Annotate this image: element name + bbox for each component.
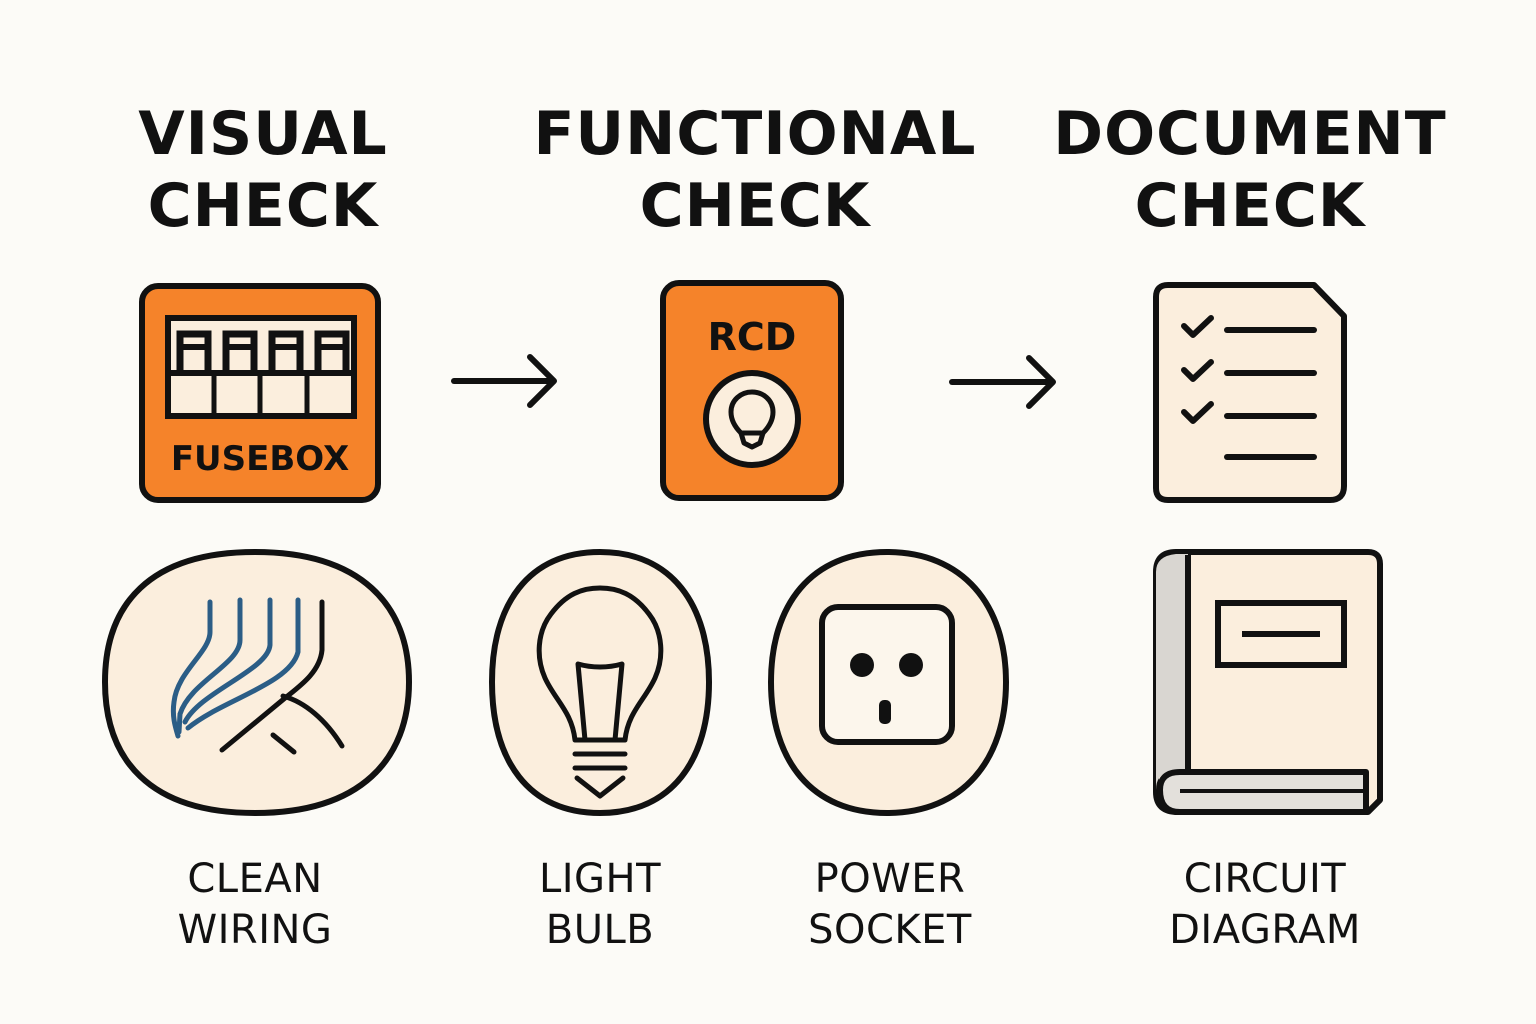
label-circuit-diagram: CIRCUIT DIAGRAM: [1130, 854, 1400, 956]
rcd-icon: RCD: [660, 280, 844, 501]
heading-visual-check: VISUAL CHECK: [108, 98, 418, 242]
heading-line-1: FUNCTIONAL: [533, 99, 977, 169]
label-line-2: BULB: [545, 907, 655, 953]
heading-functional-check: FUNCTIONAL CHECK: [520, 98, 990, 242]
book-icon: [1153, 549, 1383, 815]
label-clean-wiring: CLEAN WIRING: [130, 854, 380, 956]
heading-line-2: CHECK: [639, 171, 871, 241]
label-light-bulb: LIGHT BULB: [490, 854, 710, 956]
power-socket-icon: [767, 548, 1010, 817]
label-line-1: CIRCUIT: [1183, 856, 1347, 902]
fusebox-icon: FUSEBOX: [139, 283, 381, 503]
heading-line-1: DOCUMENT: [1053, 99, 1447, 169]
label-line-2: WIRING: [177, 907, 333, 953]
heading-line-1: VISUAL: [138, 99, 388, 169]
arrow-right-icon: [949, 355, 1056, 409]
heading-line-2: CHECK: [147, 171, 379, 241]
label-line-1: LIGHT: [538, 856, 662, 902]
label-line-2: DIAGRAM: [1169, 907, 1361, 953]
light-bulb-icon: [488, 548, 713, 817]
bulb-symbol-icon: [728, 389, 776, 450]
fusebox-label: FUSEBOX: [171, 439, 349, 479]
heading-line-2: CHECK: [1134, 171, 1366, 241]
heading-document-check: DOCUMENT CHECK: [1030, 98, 1470, 242]
label-line-1: CLEAN: [187, 856, 323, 902]
checklist-icon: [1153, 282, 1347, 503]
label-line-2: SOCKET: [808, 907, 972, 953]
wiring-icon: [101, 548, 413, 817]
label-power-socket: POWER SOCKET: [770, 854, 1010, 956]
label-line-1: POWER: [814, 856, 966, 902]
arrow-right-icon: [451, 354, 557, 408]
rcd-label: RCD: [708, 315, 797, 359]
